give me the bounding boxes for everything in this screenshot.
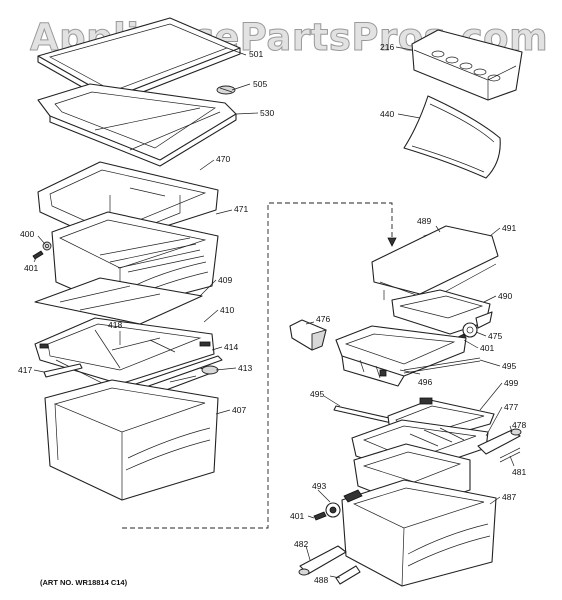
callout-475: 475 bbox=[488, 331, 502, 341]
callout-489: 489 bbox=[417, 216, 431, 226]
part-401-screw-left bbox=[32, 250, 44, 260]
part-490-housing bbox=[391, 289, 491, 335]
callout-401-left: 401 bbox=[24, 263, 38, 273]
callout-216: 216 bbox=[380, 42, 394, 52]
part-440-curved-cover bbox=[403, 95, 501, 179]
part-491-cover bbox=[371, 225, 499, 301]
part-530-glass-shelf bbox=[37, 83, 237, 167]
callout-401-mid: 401 bbox=[480, 343, 494, 353]
callout-440: 440 bbox=[380, 109, 394, 119]
callout-487: 487 bbox=[502, 492, 516, 502]
callout-493: 493 bbox=[312, 481, 326, 491]
callout-495-upper: 495 bbox=[502, 361, 516, 371]
callout-481: 481 bbox=[512, 467, 526, 477]
part-475-gear bbox=[462, 311, 493, 338]
callout-488: 488 bbox=[314, 575, 328, 585]
callout-470: 470 bbox=[216, 154, 230, 164]
art-number: (ART NO. WR18814 C14) bbox=[40, 578, 128, 587]
callout-476: 476 bbox=[316, 314, 330, 324]
part-487-lower-pan bbox=[341, 479, 497, 587]
part-216-bin bbox=[411, 29, 523, 101]
callout-495-lower: 495 bbox=[310, 389, 324, 399]
callout-410: 410 bbox=[220, 305, 234, 315]
part-407-lower-pan bbox=[44, 379, 219, 501]
leader-lines bbox=[33, 46, 515, 579]
part-418-glass-insert bbox=[111, 337, 161, 351]
part-495-rod-upper bbox=[403, 357, 481, 374]
callout-418: 418 bbox=[108, 320, 122, 330]
callout-490: 490 bbox=[498, 291, 512, 301]
part-409-cover-glass bbox=[34, 277, 203, 325]
callout-401-lower: 401 bbox=[290, 511, 304, 521]
callout-501: 501 bbox=[249, 49, 263, 59]
callout-409: 409 bbox=[218, 275, 232, 285]
callout-496: 496 bbox=[418, 377, 432, 387]
part-476-knob bbox=[289, 319, 327, 351]
callout-400: 400 bbox=[20, 229, 34, 239]
callout-413: 413 bbox=[238, 363, 252, 373]
callout-499: 499 bbox=[504, 378, 518, 388]
callout-482: 482 bbox=[294, 539, 308, 549]
part-496-damper-frame bbox=[335, 325, 467, 387]
part-505-clip bbox=[216, 85, 236, 95]
part-493-roller bbox=[325, 502, 341, 518]
callout-491: 491 bbox=[502, 223, 516, 233]
part-417-rod bbox=[43, 363, 83, 378]
callout-417: 417 bbox=[18, 365, 32, 375]
callout-414: 414 bbox=[224, 342, 238, 352]
callout-530: 530 bbox=[260, 108, 274, 118]
callout-labels: 501 505 530 470 471 400 401 409 410 418 … bbox=[18, 42, 526, 585]
callout-471: 471 bbox=[234, 204, 248, 214]
callout-478: 478 bbox=[512, 420, 526, 430]
part-481-rail bbox=[499, 447, 521, 463]
callout-505: 505 bbox=[253, 79, 267, 89]
part-478-handle bbox=[477, 428, 522, 455]
part-488-pin bbox=[335, 565, 361, 585]
part-482-clip bbox=[298, 545, 347, 576]
callout-407: 407 bbox=[232, 405, 246, 415]
part-401-screw-lower bbox=[313, 511, 327, 521]
callout-477: 477 bbox=[504, 402, 518, 412]
assembly-boundary-dashed bbox=[122, 202, 397, 529]
